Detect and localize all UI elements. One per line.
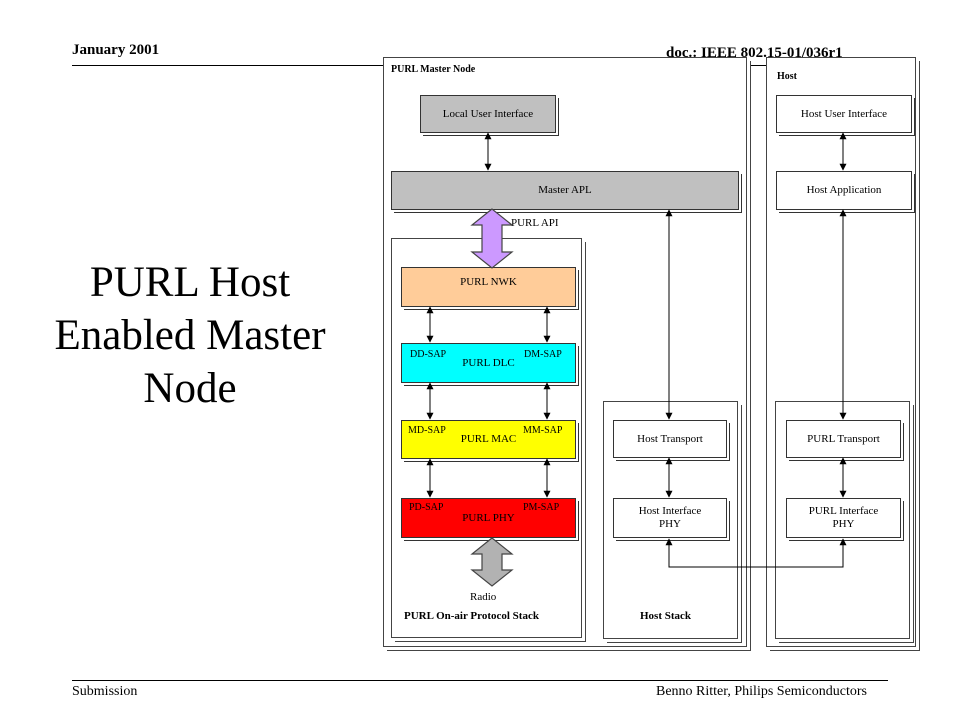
purl-interface-phy-box: PURL Interface PHY bbox=[786, 498, 901, 538]
title-line-2: Enabled Master bbox=[54, 312, 326, 359]
host-application-box: Host Application bbox=[776, 171, 912, 210]
purl-api-block-arrow bbox=[470, 208, 514, 269]
host-label: Host bbox=[777, 71, 797, 82]
purl-mac-label: PURL MAC bbox=[460, 433, 517, 445]
host-user-interface-box: Host User Interface bbox=[776, 95, 912, 133]
title-line-1: PURL Host bbox=[89, 259, 291, 306]
purl-interface-line-1: PURL Interface bbox=[808, 505, 879, 517]
link-phy-to-phy bbox=[665, 538, 847, 568]
host-transport-box: Host Transport bbox=[613, 420, 727, 458]
footer-rule bbox=[72, 680, 888, 681]
master-node-label: PURL Master Node bbox=[391, 64, 476, 75]
host-interface-line-2: PHY bbox=[658, 518, 681, 530]
pd-sap-label: PD-SAP bbox=[409, 502, 444, 513]
purl-nwk-box: PURL NWK bbox=[401, 267, 576, 307]
master-apl-box: Master APL bbox=[391, 171, 739, 210]
radio-label: Radio bbox=[470, 591, 497, 603]
host-interface-line-1: Host Interface bbox=[638, 505, 702, 517]
header-date: January 2001 bbox=[72, 42, 160, 58]
purl-mac-box: PURL MAC bbox=[401, 420, 576, 459]
md-sap-label: MD-SAP bbox=[408, 425, 446, 436]
footer-author: Benno Ritter, Philips Semiconductors bbox=[656, 684, 867, 699]
purl-phy-label: PURL PHY bbox=[462, 511, 515, 524]
purl-transport-box: PURL Transport bbox=[786, 420, 901, 458]
purl-dlc-box: PURL DLC bbox=[401, 343, 576, 383]
dm-sap-label: DM-SAP bbox=[524, 349, 562, 360]
host-interface-phy-box: Host Interface PHY bbox=[613, 498, 727, 538]
protocol-stack-label: PURL On-air Protocol Stack bbox=[404, 610, 539, 622]
purl-dlc-label: PURL DLC bbox=[462, 356, 515, 369]
host-stack-label: Host Stack bbox=[640, 610, 692, 622]
radio-block-arrow bbox=[470, 537, 514, 587]
slide-title: PURL Host Enabled Master Node bbox=[20, 256, 360, 415]
purl-api-label: PURL API bbox=[511, 217, 559, 229]
purl-phy-box: PURL PHY bbox=[401, 498, 576, 538]
pm-sap-label: PM-SAP bbox=[523, 502, 560, 513]
dd-sap-label: DD-SAP bbox=[410, 349, 447, 360]
purl-interface-line-2: PHY bbox=[832, 518, 855, 530]
title-line-3: Node bbox=[143, 365, 237, 412]
local-user-interface-box: Local User Interface bbox=[420, 95, 556, 133]
footer-submission: Submission bbox=[72, 684, 138, 699]
mm-sap-label: MM-SAP bbox=[523, 425, 563, 436]
